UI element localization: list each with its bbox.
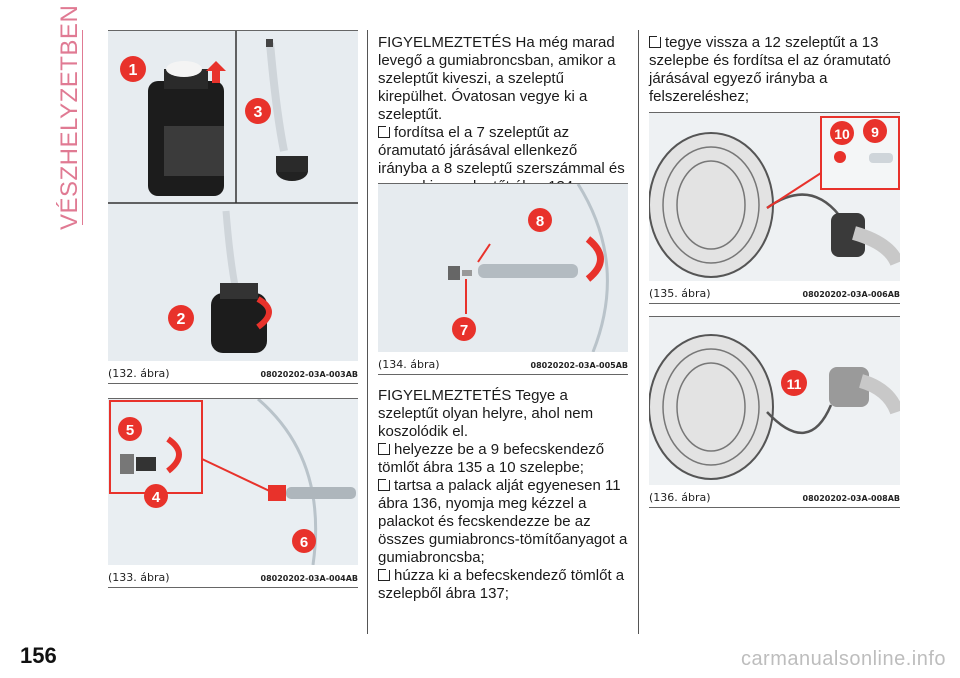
figure-134: 8 7 (134. ábra) 08020202-03A-005AB xyxy=(378,183,628,375)
figure-136-caption: (136. ábra) xyxy=(649,491,711,504)
marker-8: 8 xyxy=(536,213,544,230)
step-2: helyezze be a 9 befecskendező tömlőt ábr… xyxy=(378,441,630,477)
checkbox-icon xyxy=(378,124,392,138)
section-title-text: VÉSZHELYZETBEN xyxy=(56,4,83,230)
marker-5: 5 xyxy=(126,422,134,439)
figure-134-code: 08020202-03A-005AB xyxy=(530,361,628,370)
figure-135-code: 08020202-03A-006AB xyxy=(802,290,900,299)
step-4: húzza ki a befecskendező tömlőt a szelep… xyxy=(378,567,630,603)
warning-2: FIGYELMEZTETÉS Tegye a szeleptűt olyan h… xyxy=(378,387,594,440)
step-1-text: fordítsa el a 7 szeleptűt az óramutató j… xyxy=(378,124,625,195)
figure-132-illustration: 1 3 2 xyxy=(108,31,358,361)
figure-135: 10 9 (135. ábra) 08020202-03A-006AB xyxy=(649,112,900,304)
checkbox-icon xyxy=(649,34,663,48)
figure-134-caption: (134. ábra) xyxy=(378,358,440,371)
figure-135-illustration: 10 9 xyxy=(649,113,900,281)
marker-4: 4 xyxy=(152,489,161,506)
watermark: carmanualsonline.info xyxy=(740,648,946,670)
figure-136: 11 (136. ábra) 08020202-03A-008AB xyxy=(649,316,900,508)
figure-133-illustration: 5 4 6 xyxy=(108,399,358,565)
figure-136-illustration: 11 xyxy=(649,317,900,485)
step-5: tegye vissza a 12 szeleptűt a 13 szelepb… xyxy=(649,34,901,106)
step-5-text: tegye vissza a 12 szeleptűt a 13 szelepb… xyxy=(649,34,891,105)
marker-3: 3 xyxy=(254,104,263,121)
step-1: fordítsa el a 7 szeleptűt az óramutató j… xyxy=(378,124,630,196)
figure-133-code: 08020202-03A-004AB xyxy=(260,574,358,583)
figure-132: 1 3 2 (132. ábra) 08020202-03A-003AB xyxy=(108,30,358,384)
checkbox-icon xyxy=(378,567,392,581)
figure-134-illustration: 8 7 xyxy=(378,184,628,352)
marker-11: 11 xyxy=(787,376,802,392)
figure-132-code: 08020202-03A-003AB xyxy=(260,370,358,379)
column-divider-left xyxy=(367,30,368,634)
marker-6: 6 xyxy=(300,534,308,551)
marker-7: 7 xyxy=(460,322,468,339)
checkbox-icon xyxy=(378,477,392,491)
figure-133: 5 4 6 (133. ábra) 08020202-03A-004AB xyxy=(108,398,358,588)
figure-133-caption: (133. ábra) xyxy=(108,571,170,584)
marker-2: 2 xyxy=(177,311,186,328)
middle-column-bottom: FIGYELMEZTETÉS Tegye a szeleptűt olyan h… xyxy=(378,387,630,603)
step-3-text: tartsa a palack alját egyenesen 11 ábra … xyxy=(378,477,628,566)
step-3: tartsa a palack alját egyenesen 11 ábra … xyxy=(378,477,630,567)
column-divider-right xyxy=(638,30,639,634)
checkbox-icon xyxy=(378,441,392,455)
marker-10: 10 xyxy=(834,126,850,142)
figure-136-code: 08020202-03A-008AB xyxy=(802,494,900,503)
right-column-top: tegye vissza a 12 szeleptűt a 13 szelepb… xyxy=(649,34,901,106)
step-2-text: helyezze be a 9 befecskendező tömlőt ábr… xyxy=(378,441,605,476)
figure-135-caption: (135. ábra) xyxy=(649,287,711,300)
figure-132-caption: (132. ábra) xyxy=(108,367,170,380)
step-4-text: húzza ki a befecskendező tömlőt a szelep… xyxy=(378,567,625,602)
section-title-rule xyxy=(82,30,83,225)
marker-1: 1 xyxy=(129,62,138,79)
middle-column-top: FIGYELMEZTETÉS Ha még marad levegő a gum… xyxy=(378,34,630,196)
marker-9: 9 xyxy=(871,124,879,140)
warning-1: FIGYELMEZTETÉS Ha még marad levegő a gum… xyxy=(378,34,616,123)
page-number: 156 xyxy=(20,643,57,668)
